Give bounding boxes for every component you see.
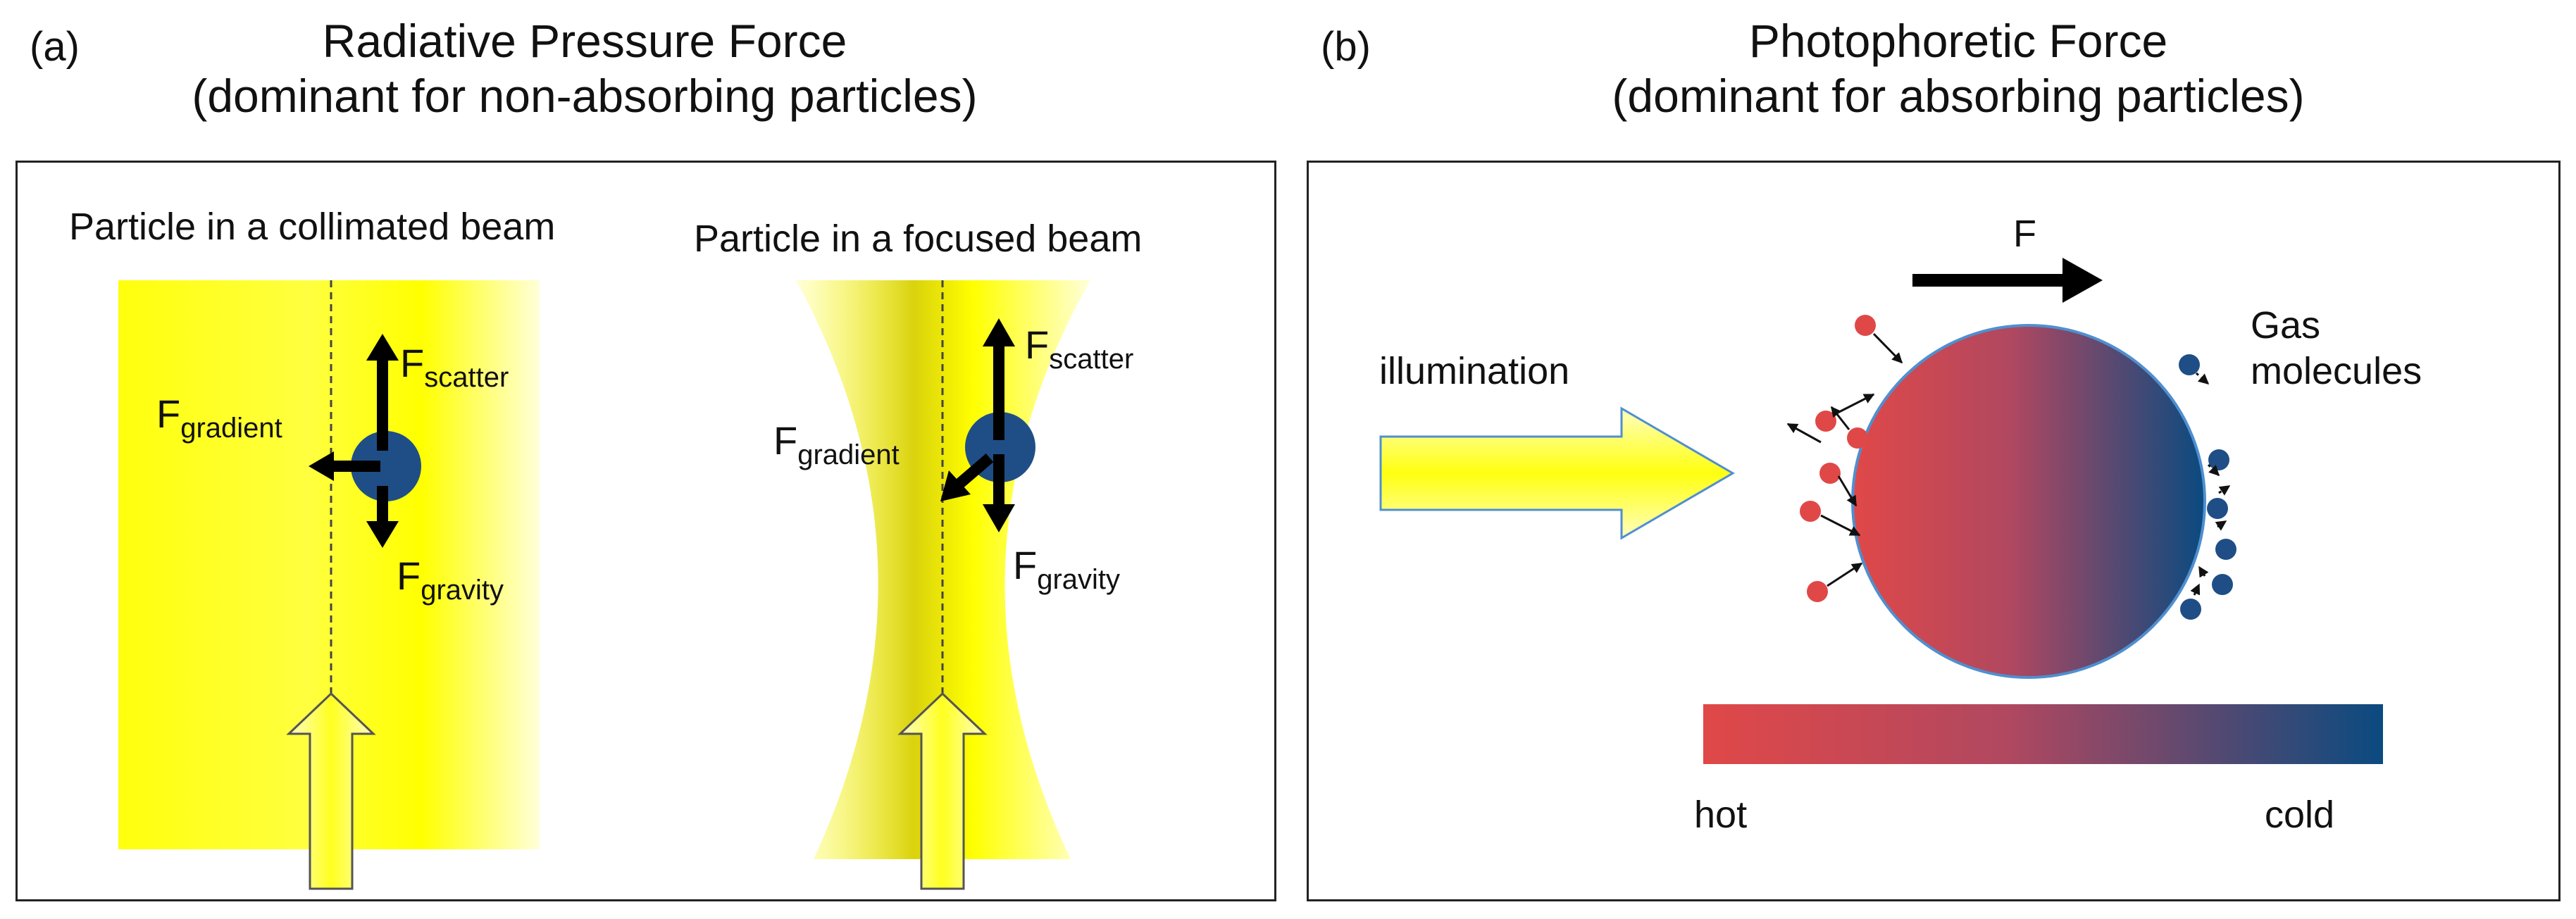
focused-beam-arrow [897, 692, 988, 890]
cold-molecule [2179, 354, 2200, 375]
cold-trajectory [2190, 583, 2201, 596]
cold-trajectory [2196, 372, 2210, 385]
focused-f-gravity-main: F [1013, 543, 1038, 587]
focused-heading: Particle in a focused beam [694, 218, 1143, 260]
collimated-particle [351, 431, 421, 501]
collimated-heading: Particle in a collimated beam [69, 206, 556, 248]
photophoretic-force-label: F [2013, 213, 2036, 255]
collimated-beam-arrow [286, 692, 376, 890]
focused-gradient-arrowhead [940, 470, 971, 501]
cold-molecule [2215, 539, 2236, 560]
cold-molecule [2212, 574, 2233, 595]
hot-molecule [1819, 463, 1841, 484]
collimated-f-gravity-main: F [397, 554, 421, 598]
hot-trajectory [1834, 393, 1875, 415]
hot-trajectory [1786, 423, 1822, 444]
collimated-f-gradient-sub: gradient [180, 413, 282, 444]
temperature-scale-bar [1703, 704, 2383, 764]
collimated-f-gravity-sub: gravity [421, 575, 504, 606]
focused-f-scatter-main: F [1025, 323, 1050, 367]
panel-b-title-line1: Photophoretic Force [1748, 15, 2168, 67]
collimated-f-scatter-label: Fscatter [400, 344, 509, 392]
hot-molecule [1800, 501, 1821, 522]
panel-b-title: Photophoretic Force (dominant for absorb… [1500, 14, 2416, 124]
focused-gravity-arrowhead [983, 504, 1015, 532]
scale-hot-label: hot [1694, 794, 1748, 836]
gas-label-line2: molecules [2251, 349, 2422, 392]
collimated-f-scatter-sub: scatter [424, 362, 509, 393]
photophoretic-particle [1851, 324, 2206, 679]
panel-b-label: (b) [1321, 24, 1371, 70]
cold-molecule [2208, 449, 2229, 470]
collimated-f-gravity-label: Fgravity [397, 554, 504, 606]
panel-b-title-line2: (dominant for absorbing particles) [1612, 69, 2305, 122]
cold-molecule [2180, 599, 2201, 620]
scale-cold-label: cold [2265, 794, 2335, 836]
cold-trajectory [2207, 463, 2220, 477]
cold-trajectory [2218, 484, 2231, 496]
cold-molecule-trajectories [2190, 372, 2231, 596]
panel-a-title-line1: Radiative Pressure Force [322, 15, 847, 67]
panel-a-label: (a) [30, 24, 80, 70]
focused-f-gradient-sub: gradient [797, 439, 900, 470]
hot-trajectory [1837, 475, 1858, 507]
hot-trajectory [1827, 562, 1863, 587]
panel-a-title: Radiative Pressure Force (dominant for n… [127, 14, 1043, 124]
focused-f-scatter-sub: scatter [1049, 344, 1134, 375]
focused-f-gravity-sub: gravity [1037, 564, 1121, 595]
cold-trajectory [2198, 565, 2209, 578]
illumination-label: illumination [1379, 350, 1570, 392]
photophoretic-force-arrowhead [2062, 258, 2103, 303]
cold-trajectory [2215, 520, 2227, 531]
collimated-f-gradient-label: Fgradient [156, 392, 282, 444]
hot-molecule [1807, 581, 1828, 602]
hot-molecule [1855, 315, 1876, 336]
focused-scatter-arrowhead [983, 318, 1015, 346]
collimated-gravity-arrowhead [366, 521, 399, 548]
illumination-arrow [1379, 406, 1735, 540]
collimated-scatter-arrowhead [366, 334, 399, 361]
hot-molecule [1815, 411, 1836, 432]
panel-a-title-line2: (dominant for non-absorbing particles) [192, 69, 978, 122]
hot-trajectory [1830, 406, 1850, 430]
focused-f-gradient-main: F [773, 418, 798, 463]
collimated-f-scatter-main: F [400, 341, 425, 385]
hot-molecule-trajectories [1786, 332, 1903, 587]
cold-molecule [2207, 498, 2228, 519]
hot-molecule [1847, 427, 1868, 449]
focused-f-gradient-label: Fgradient [773, 418, 900, 470]
hot-trajectory [1820, 514, 1861, 537]
gas-label-line1: Gas [2251, 304, 2321, 346]
hot-trajectory [1872, 332, 1903, 364]
collimated-gradient-arrowhead [309, 451, 334, 481]
focused-gradient-arrow [955, 453, 994, 489]
focused-f-scatter-label: Fscatter [1025, 323, 1134, 375]
gas-molecules-label: Gas molecules [2251, 303, 2422, 394]
collimated-f-gradient-main: F [156, 392, 181, 436]
focused-f-gravity-label: Fgravity [1013, 546, 1120, 594]
